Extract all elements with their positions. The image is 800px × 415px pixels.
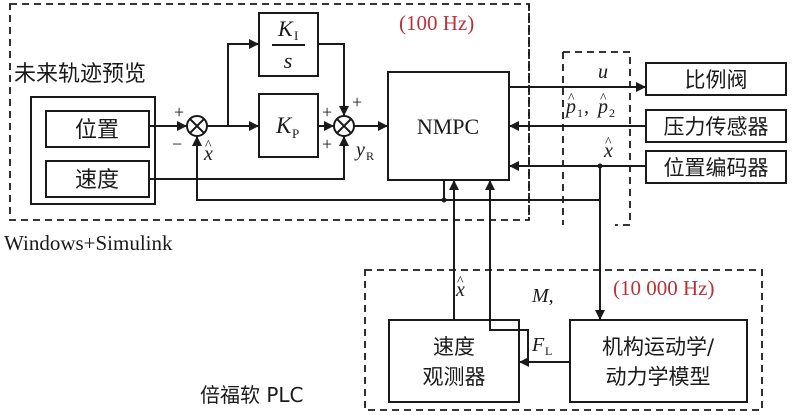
velocity-to-sum2-line [197, 136, 349, 180]
encoder-label: 位置编码器 [664, 156, 769, 180]
ki-to-sum2-line [318, 43, 349, 116]
velocity-observer-block [388, 319, 520, 403]
mechanism-model-block [569, 319, 748, 403]
x-hat-observer-label: x ^ [455, 274, 465, 301]
svg-text:,: , [584, 96, 589, 118]
velocity-feedforward-line-a [149, 178, 198, 192]
x-hat-mark-3: ^ [457, 274, 464, 289]
svg-text:x: x [603, 140, 613, 162]
preview-region-label: 未来轨迹预览 [14, 62, 146, 87]
ki-denominator: s [284, 48, 293, 73]
junction-dot-feedback [441, 197, 447, 203]
x-hat-mark-1: ^ [605, 135, 612, 150]
svg-text:x: x [203, 143, 213, 165]
p-hat-label: p ^ 1 , p ^ 2 [564, 91, 615, 120]
m-label: M, [531, 285, 554, 307]
plc-freq-label: (10 000 Hz) [613, 276, 714, 300]
svg-text:y: y [354, 139, 365, 161]
sum1-minus-sign: − [172, 134, 182, 154]
plc-region-border [364, 269, 763, 411]
nmpc-block [387, 71, 510, 181]
p2-hat-mark: ^ [600, 91, 607, 106]
sum-junction-2 [333, 115, 355, 137]
svg-text:L: L [545, 344, 552, 358]
sum2-plus-bottom: + [322, 134, 332, 154]
sum2-plus-left: + [322, 102, 332, 122]
kp-label-sub: P [292, 126, 299, 141]
kp-label: K [275, 113, 293, 138]
svg-text:p: p [564, 96, 576, 118]
observer-label-1: 速度 [433, 335, 475, 359]
svg-text:p: p [596, 96, 608, 118]
velocity-label: 速度 [75, 168, 119, 193]
fl-label: F L [531, 334, 552, 358]
ki-numerator: K [277, 16, 294, 41]
svg-text:x: x [455, 279, 465, 301]
windows-region-label: Windows+Simulink [4, 231, 173, 255]
position-label: 位置 [75, 118, 119, 143]
position-block [45, 110, 150, 148]
p1-hat-mark: ^ [568, 91, 575, 106]
model-label-1: 机构运动学/ [602, 335, 715, 359]
velocity-block [45, 160, 150, 198]
svg-text:1: 1 [577, 106, 583, 120]
u-label: u [598, 61, 608, 83]
yr-label: y R [354, 139, 374, 163]
svg-text:F: F [531, 334, 545, 356]
sum1-to-ki-line [227, 39, 259, 126]
sum2-plus-top: + [352, 92, 362, 112]
observer-label-2: 观测器 [423, 365, 486, 389]
ki-numerator-sub: I [294, 28, 298, 43]
svg-text:R: R [366, 149, 374, 163]
sum1-plus-sign: + [174, 102, 184, 122]
junction-dot-encoder [597, 163, 603, 169]
x-hat-feedback-line [192, 136, 445, 201]
nmpc-label: NMPC [417, 114, 479, 139]
model-label-2: 动力学模型 [606, 365, 711, 389]
proportional-valve-block [645, 62, 787, 96]
pressure-sensor-block [645, 109, 787, 143]
sum-junction-1 [186, 115, 208, 137]
pressure-sensor-label: 压力传感器 [664, 115, 769, 139]
svg-text:2: 2 [609, 106, 615, 120]
x-hat-mark-2: ^ [205, 138, 212, 153]
model-to-nmpc-line [485, 180, 529, 362]
x-hat-encoder-label: x ^ [603, 135, 613, 162]
kp-block [258, 93, 319, 158]
valve-label: 比例阀 [685, 68, 748, 92]
plc-region-label: 倍福软 PLC [200, 383, 304, 407]
windows-freq-label: (100 Hz) [399, 11, 474, 35]
x-hat-feedback-label: x ^ [203, 138, 213, 165]
